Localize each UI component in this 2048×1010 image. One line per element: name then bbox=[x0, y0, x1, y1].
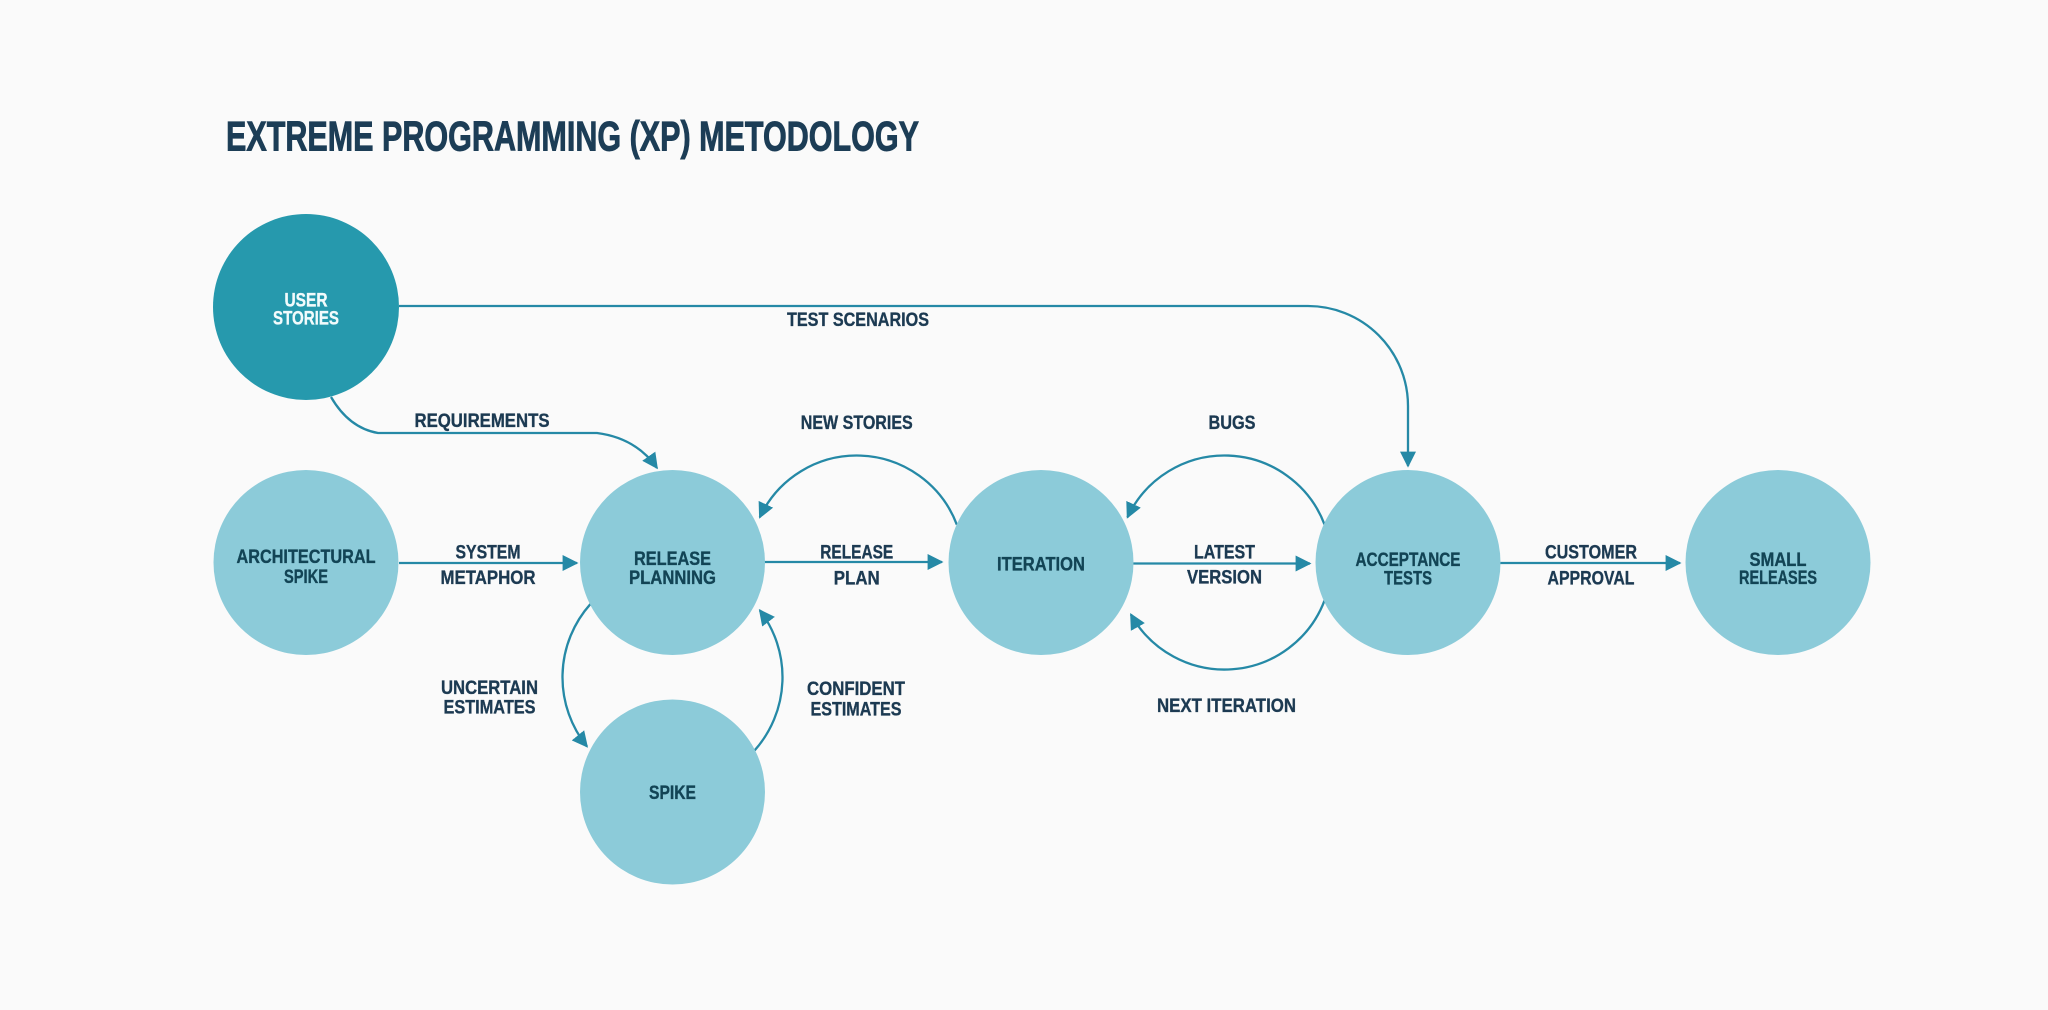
svg-text:LATEST: LATEST bbox=[1194, 543, 1255, 564]
svg-text:EXTREME PROGRAMMING (XP) METOD: EXTREME PROGRAMMING (XP) METODOLOGY bbox=[226, 113, 919, 160]
svg-text:ESTIMATES: ESTIMATES bbox=[811, 700, 902, 721]
svg-text:USER: USER bbox=[285, 291, 328, 312]
svg-text:NEW STORIES: NEW STORIES bbox=[801, 413, 913, 434]
svg-text:SPIKE: SPIKE bbox=[649, 783, 696, 804]
svg-text:ESTIMATES: ESTIMATES bbox=[444, 698, 536, 719]
svg-text:UNCERTAIN: UNCERTAIN bbox=[441, 678, 538, 699]
svg-text:NEXT ITERATION: NEXT ITERATION bbox=[1157, 696, 1296, 717]
svg-text:STORIES: STORIES bbox=[273, 309, 339, 330]
svg-text:PLANNING: PLANNING bbox=[629, 568, 716, 589]
svg-text:RELEASES: RELEASES bbox=[1739, 568, 1817, 589]
svg-text:BUGS: BUGS bbox=[1209, 413, 1256, 434]
svg-text:RELEASE: RELEASE bbox=[634, 549, 711, 570]
svg-text:SYSTEM: SYSTEM bbox=[456, 543, 521, 564]
svg-text:ARCHITECTURAL: ARCHITECTURAL bbox=[237, 547, 376, 568]
svg-text:CUSTOMER: CUSTOMER bbox=[1545, 543, 1637, 564]
svg-text:TESTS: TESTS bbox=[1384, 569, 1432, 590]
svg-text:METAPHOR: METAPHOR bbox=[441, 568, 536, 589]
svg-text:RELEASE: RELEASE bbox=[820, 543, 893, 564]
svg-text:CONFIDENT: CONFIDENT bbox=[807, 679, 905, 700]
svg-text:APPROVAL: APPROVAL bbox=[1548, 569, 1635, 590]
svg-text:REQUIREMENTS: REQUIREMENTS bbox=[415, 411, 550, 432]
svg-text:PLAN: PLAN bbox=[834, 569, 880, 590]
svg-text:ACCEPTANCE: ACCEPTANCE bbox=[1356, 550, 1461, 571]
svg-text:SMALL: SMALL bbox=[1750, 550, 1807, 571]
svg-text:ITERATION: ITERATION bbox=[997, 555, 1085, 576]
svg-text:TEST SCENARIOS: TEST SCENARIOS bbox=[787, 310, 929, 331]
svg-text:SPIKE: SPIKE bbox=[284, 567, 328, 588]
svg-text:VERSION: VERSION bbox=[1187, 568, 1262, 589]
